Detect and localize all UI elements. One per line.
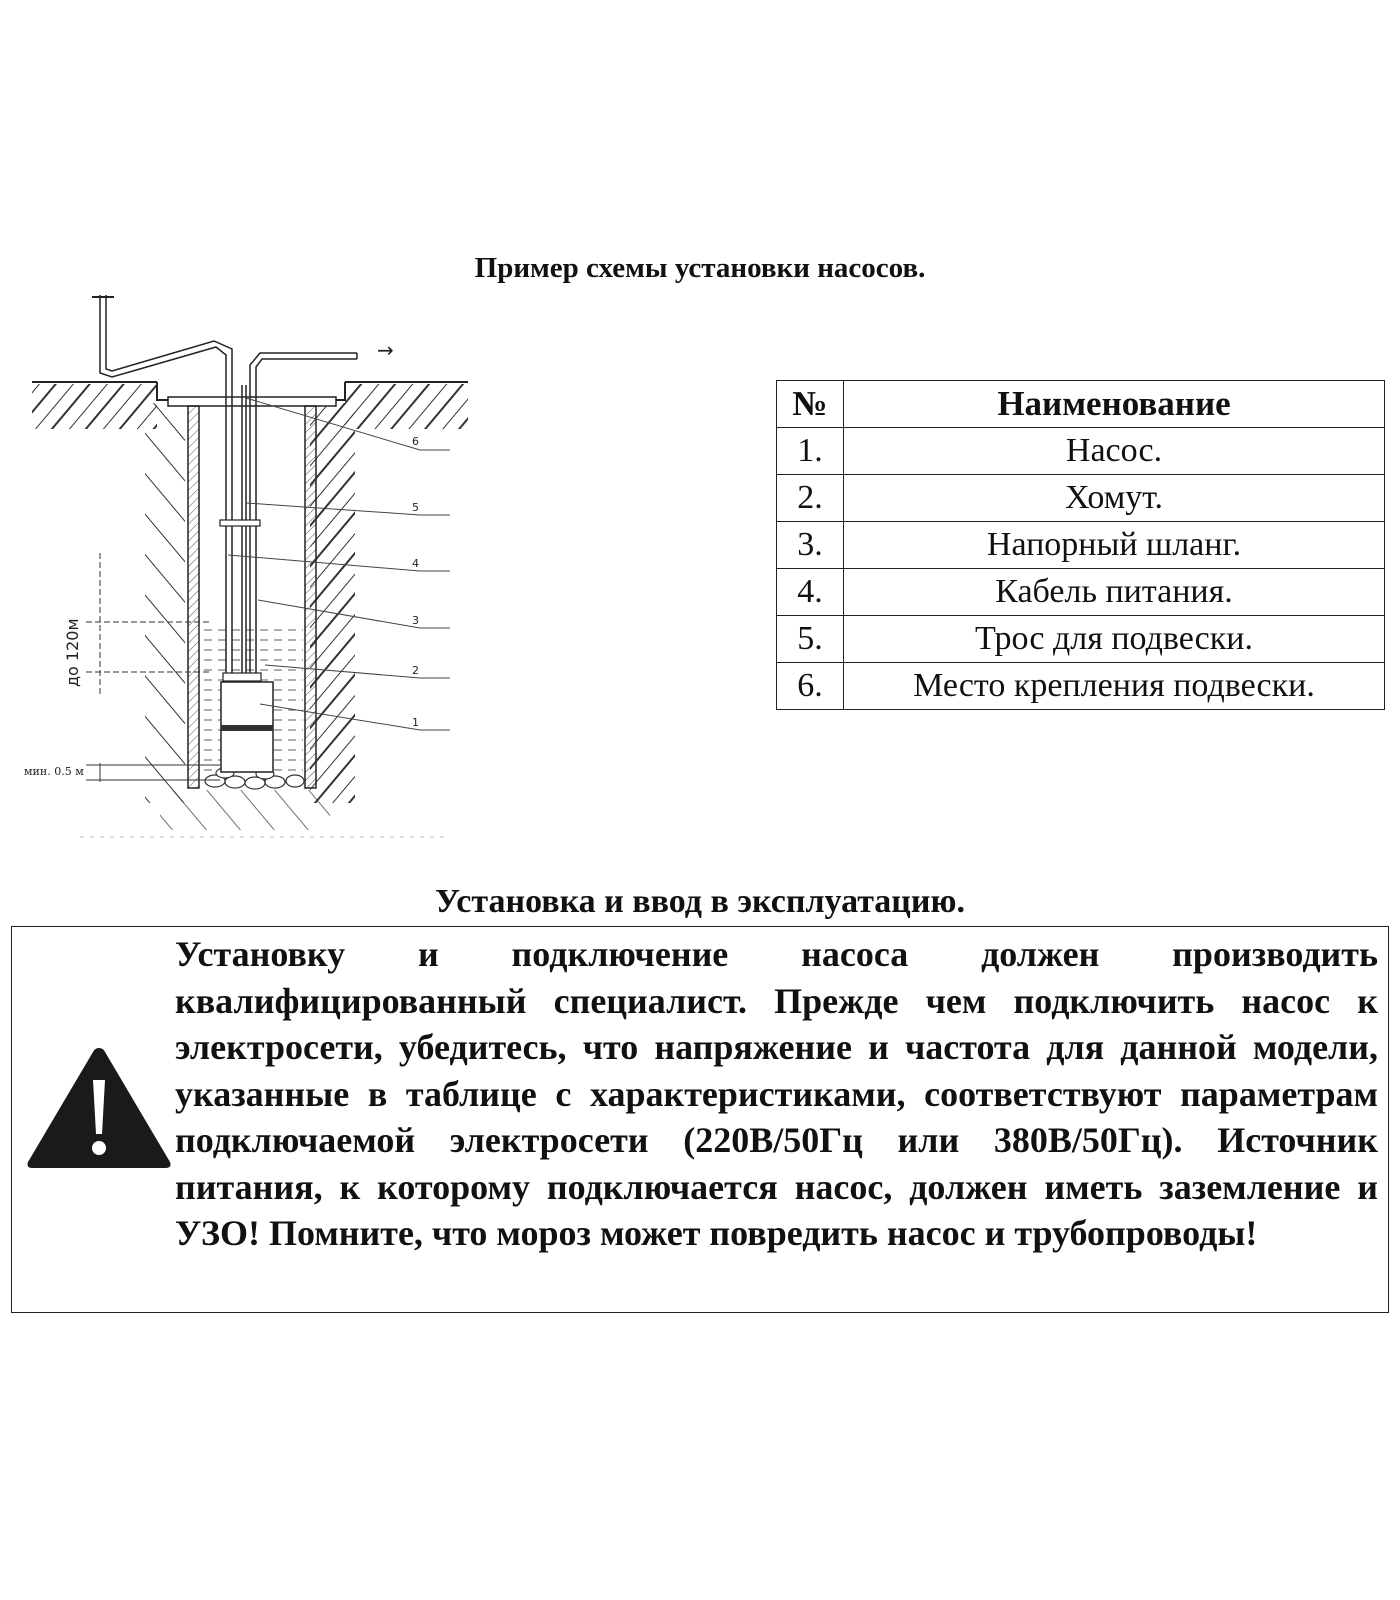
installation-title: Установка и ввод в эксплуатацию. bbox=[435, 883, 965, 920]
callout-4: 4 bbox=[412, 557, 419, 570]
depth-label: до 120м bbox=[63, 618, 82, 687]
row-name: Хомут. bbox=[843, 474, 1385, 522]
well-installation-diagram: → 6 5 4 3 2 1 до 120м мин. 0.5 м bbox=[24, 295, 468, 838]
casing-pipe bbox=[187, 405, 317, 789]
row-number: 2. bbox=[776, 474, 844, 522]
callout-2: 2 bbox=[412, 664, 419, 677]
row-number: 3. bbox=[776, 521, 844, 569]
header-name: Наименование bbox=[843, 380, 1385, 428]
row-number: 4. bbox=[776, 568, 844, 616]
depth-dimension bbox=[86, 553, 220, 782]
warning-box: Установку и подключение насоса должен пр… bbox=[11, 926, 1389, 1313]
row-name: Насос. bbox=[843, 427, 1385, 475]
row-number: 6. bbox=[776, 662, 844, 710]
clamp bbox=[219, 519, 261, 527]
table-row: 4.Кабель питания. bbox=[776, 568, 1385, 616]
warning-text: Установку и подключение насоса должен пр… bbox=[175, 927, 1378, 1257]
table-row: 1.Насос. bbox=[776, 427, 1385, 475]
legend-table: № Наименование 1.Насос. 2.Хомут. 3.Напор… bbox=[776, 380, 1385, 710]
callout-1: 1 bbox=[412, 716, 419, 729]
table-row: 5.Трос для подвески. bbox=[776, 615, 1385, 663]
callout-5: 5 bbox=[412, 501, 419, 514]
row-name: Место крепления подвески. bbox=[843, 662, 1385, 710]
row-number: 5. bbox=[776, 615, 844, 663]
table-row: 6.Место крепления подвески. bbox=[776, 662, 1385, 710]
legend-header-row: № Наименование bbox=[776, 380, 1385, 428]
diagram-title: Пример схемы установки насосов. bbox=[474, 252, 926, 284]
header-number: № bbox=[776, 380, 844, 428]
callout-6: 6 bbox=[412, 435, 419, 448]
ground-surface bbox=[32, 381, 468, 830]
row-name: Трос для подвески. bbox=[843, 615, 1385, 663]
warning-paragraph: Установку и подключение насоса должен пр… bbox=[175, 934, 1378, 1253]
callouts bbox=[227, 397, 450, 731]
row-name: Кабель питания. bbox=[843, 568, 1385, 616]
well-cap bbox=[167, 396, 337, 407]
table-row: 2.Хомут. bbox=[776, 474, 1385, 522]
row-name: Напорный шланг. bbox=[843, 521, 1385, 569]
pump bbox=[220, 672, 274, 773]
min-depth-label: мин. 0.5 м bbox=[24, 765, 84, 778]
callout-3: 3 bbox=[412, 614, 419, 627]
table-row: 3.Напорный шланг. bbox=[776, 521, 1385, 569]
row-number: 1. bbox=[776, 427, 844, 475]
flow-arrow: → bbox=[377, 338, 394, 362]
warning-triangle-icon bbox=[27, 1048, 171, 1168]
